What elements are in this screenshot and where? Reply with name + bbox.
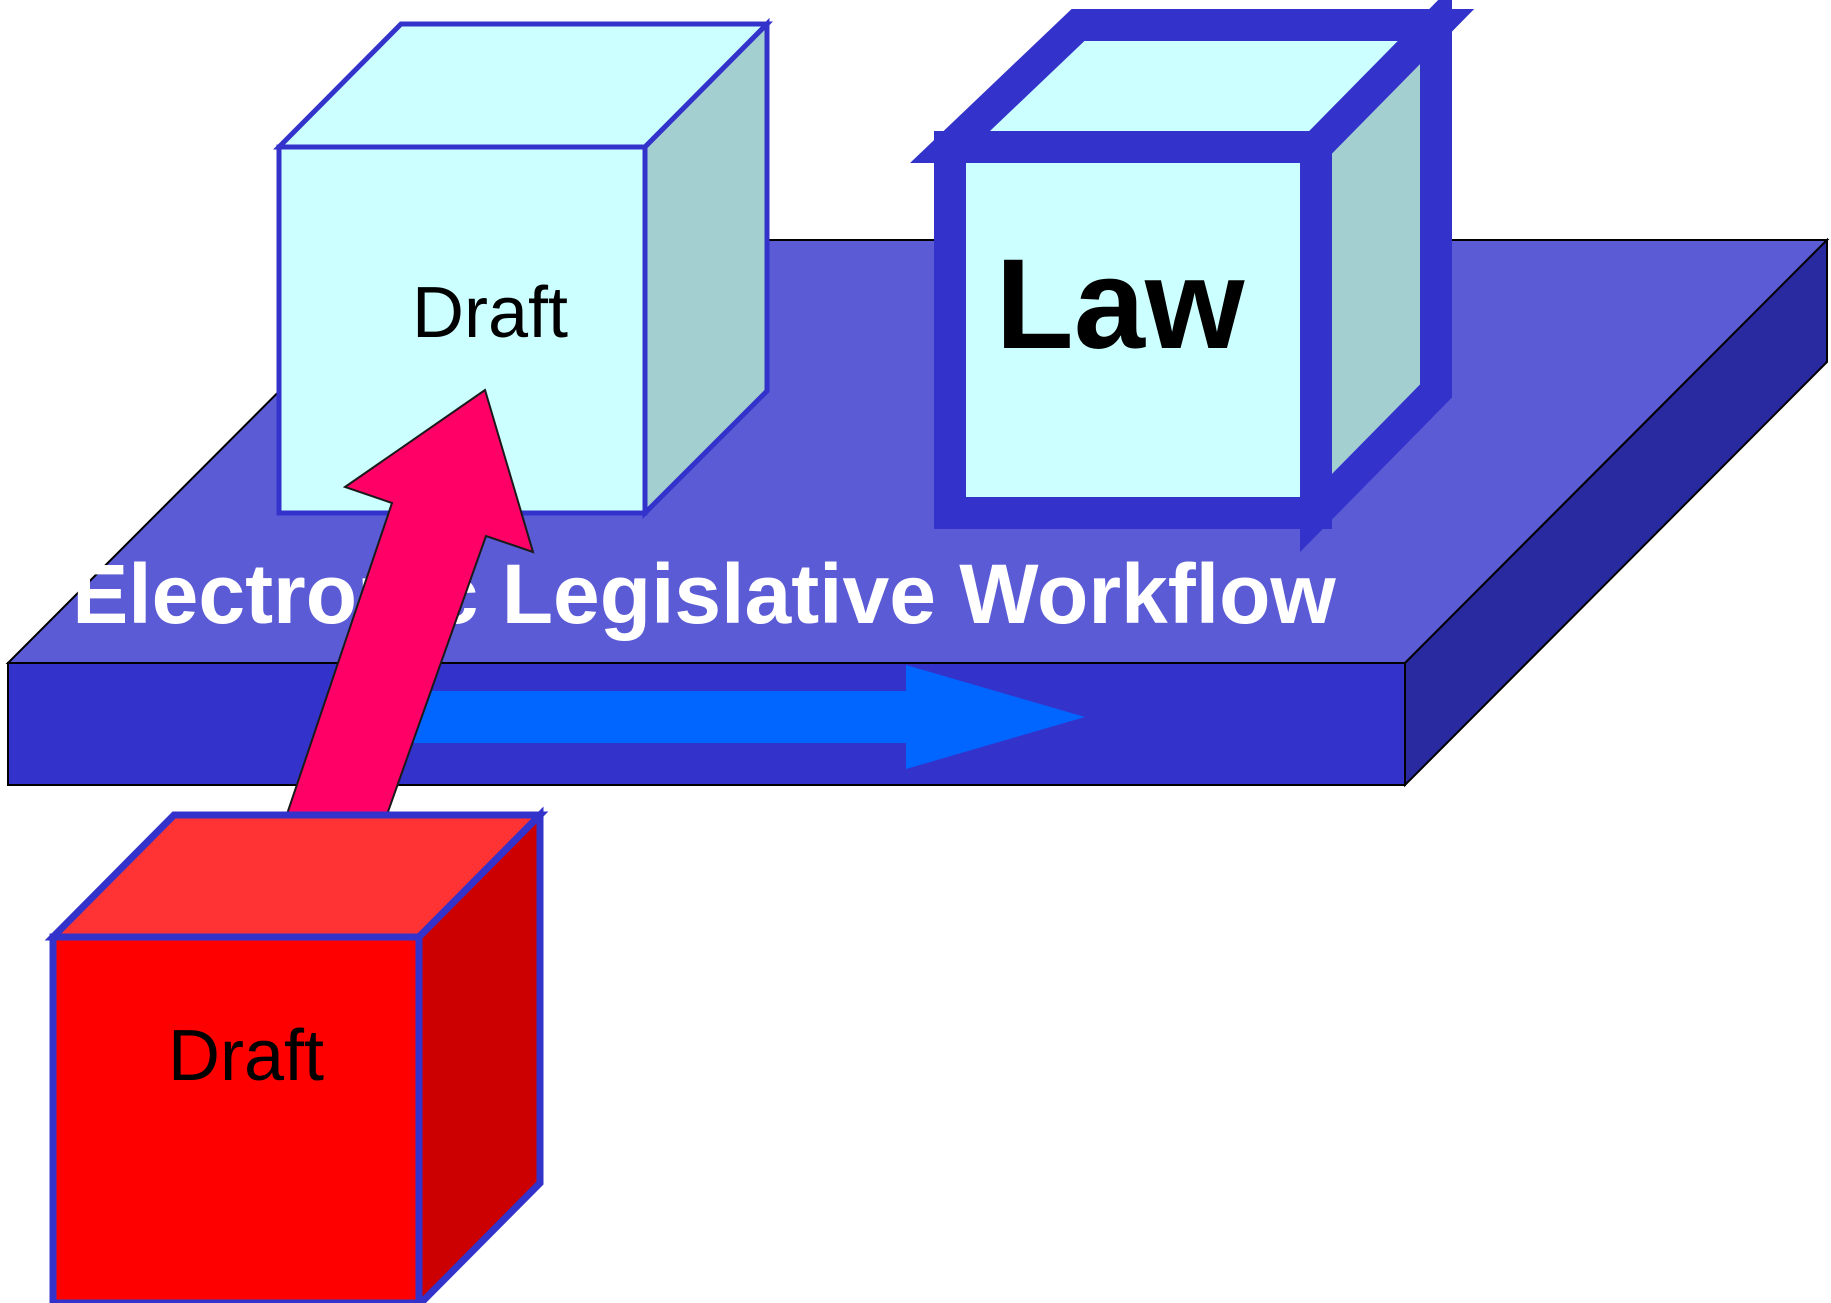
submission-arrow	[282, 388, 535, 824]
workflow-direction-arrow	[414, 665, 1085, 769]
platform-label: Electronic Legislative Workflow	[72, 547, 1336, 641]
draft-cube-on-platform: Draft	[272, 17, 774, 520]
incoming-draft-cube-front-face	[49, 933, 423, 1303]
law-cube-front-face	[934, 131, 1332, 529]
law-cube: Law	[910, 0, 1475, 553]
incoming-draft-cube: Draft	[44, 806, 549, 1303]
incoming-draft-cube-label: Draft	[168, 1016, 324, 1096]
law-cube-label: Law	[996, 233, 1245, 376]
draft-cube-label: Draft	[412, 273, 568, 353]
